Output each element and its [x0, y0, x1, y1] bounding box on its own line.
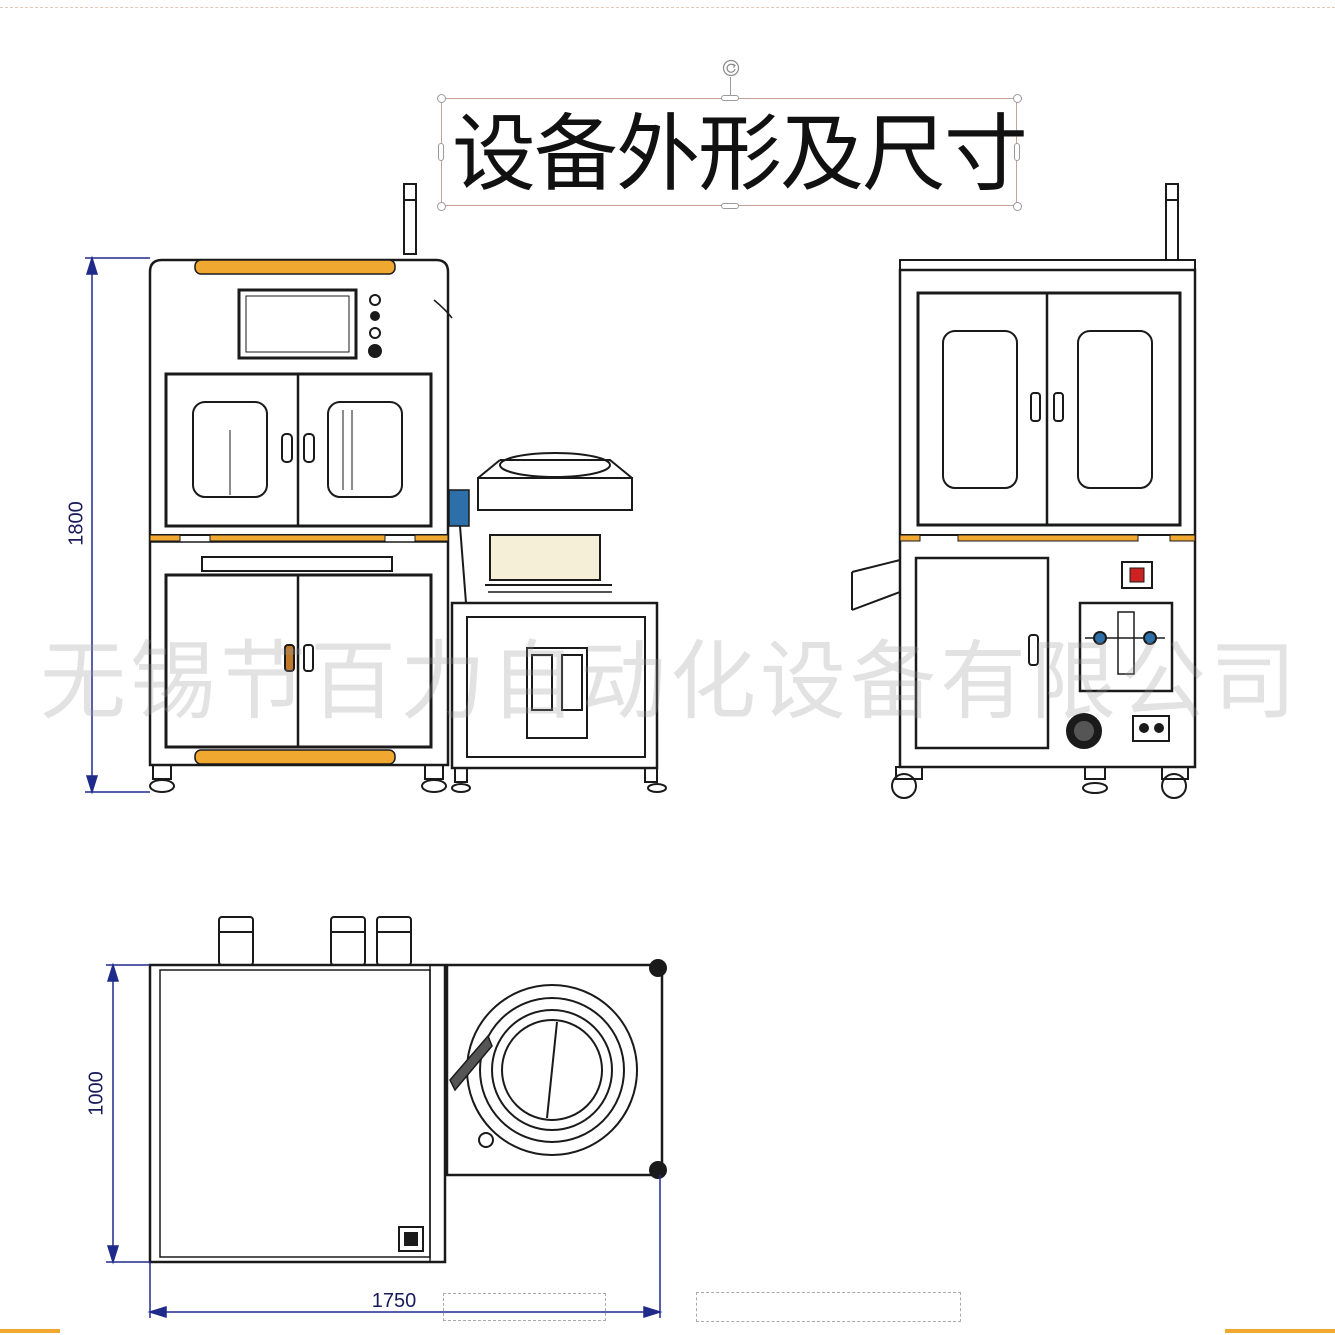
- placeholder-box-left[interactable]: [443, 1293, 606, 1321]
- dimension-height-label: 1800: [65, 501, 88, 546]
- dimension-depth-label: 1000: [85, 1071, 108, 1116]
- resize-handle-left[interactable]: [438, 143, 444, 161]
- slide-bottom-border: [0, 1329, 1335, 1335]
- dimension-lines: [85, 255, 663, 1319]
- resize-handle-right[interactable]: [1014, 143, 1020, 161]
- side-view-cabinet: [851, 183, 1197, 799]
- resize-handle-top[interactable]: [721, 95, 739, 101]
- resize-handle-bottom-right[interactable]: [1013, 202, 1022, 211]
- resize-handle-top-right[interactable]: [1013, 94, 1022, 103]
- page-title[interactable]: 设备外形及尺寸: [452, 105, 1028, 203]
- front-view-feeder: [448, 452, 667, 793]
- rotate-handle-icon[interactable]: [722, 59, 740, 77]
- dimension-width-label: 1750: [371, 1290, 417, 1312]
- placeholder-box-right[interactable]: [696, 1292, 961, 1322]
- resize-handle-bottom[interactable]: [721, 203, 739, 209]
- front-view-cabinet: [148, 183, 453, 793]
- company-watermark: 无锡节百力自动化设备有限公司: [40, 632, 1300, 732]
- rotate-stem: [730, 77, 731, 98]
- top-view-cabinet: [148, 916, 667, 1264]
- slide-top-border: [0, 0, 1335, 8]
- resize-handle-top-left[interactable]: [437, 94, 446, 103]
- resize-handle-bottom-left[interactable]: [437, 202, 446, 211]
